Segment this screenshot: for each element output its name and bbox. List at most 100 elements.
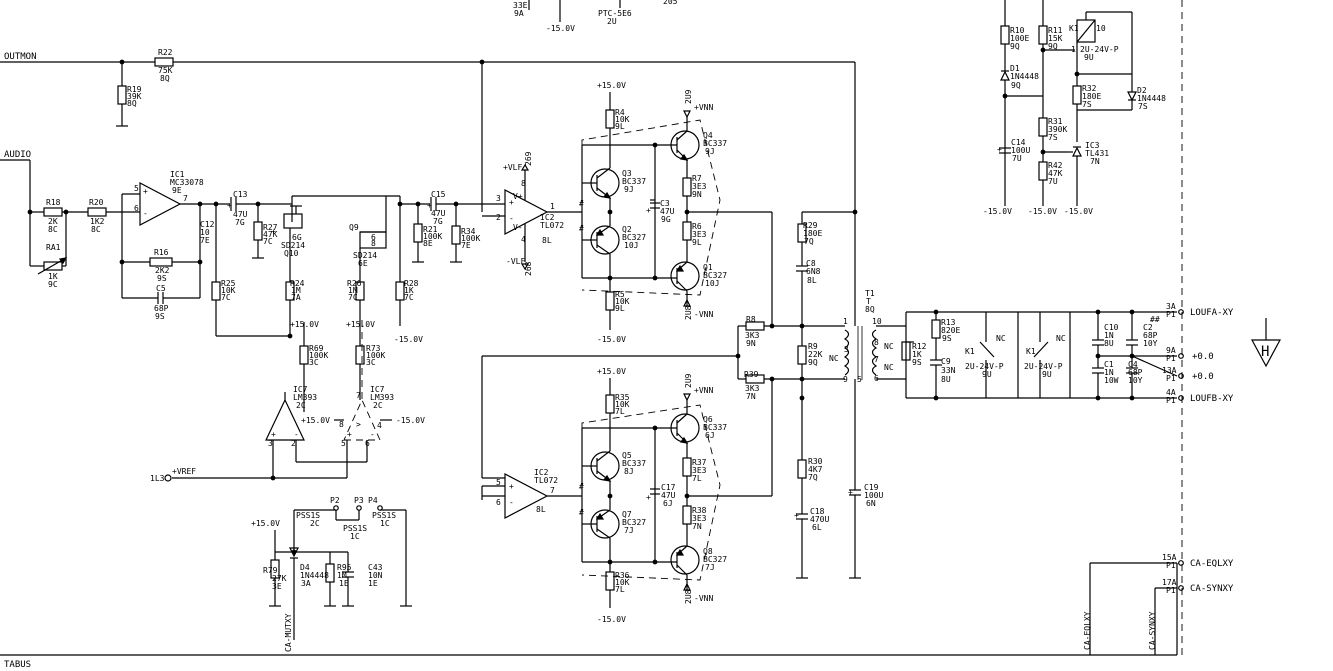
r5-resistor [605,291,615,311]
r10-2-label: 9Q [1010,42,1020,51]
r22-0-label: R22 [158,48,173,57]
q5-0-label: Q5 [622,451,632,460]
wire-segment [1033,341,1049,358]
vlf_p-label: +VLF [503,163,522,172]
r13-1-label: 820E [941,326,960,335]
ic7b-2-label: 2C [373,401,383,410]
out_loufa-0-label: 3A [1166,302,1176,311]
r73-2-label: 3C [366,358,376,367]
r73-1-label: 100K [366,351,385,360]
symbol-mark: 5 [496,478,501,487]
vnn_mn1-label: 2U8 [684,305,693,320]
outmon-net: OUTMON R22 75K 8Q R19 39K 8Q [0,48,856,212]
r19-0-label: R19 [127,85,142,94]
q9-2-label: 6E [358,259,368,268]
r27-1-label: 47K [263,230,278,239]
c4-0-label: C4 [1128,360,1138,369]
wire-segment [676,413,688,424]
r26-2-label: 7C [348,293,358,302]
d4-2-label: 3A [301,579,311,588]
v15c-label: +15.0V [251,519,280,528]
r37-1-label: 3E3 [692,466,707,475]
q9-fet [359,231,387,249]
q9-0-label: Q9 [349,223,359,232]
r21-2-label: 8E [423,239,433,248]
wire-segment [799,376,805,382]
wire-segment [1178,353,1184,359]
ic2a-1-label: TL072 [540,221,564,230]
r25-2-label: 7C [221,293,231,302]
c14-2-label: 7U [1012,154,1022,163]
p3-0-label: P3 [354,496,364,505]
wire-segment [1129,395,1135,401]
out_loufb-0-label: 4A [1166,388,1176,397]
r8-0-label: R8 [746,315,756,324]
r30-2-label: 7Q [808,473,818,482]
r39-1-label: 3K3 [745,384,760,393]
wire-segment [520,263,530,271]
out_loufb-1-label: P1 [1166,396,1176,405]
wire-segment [1250,339,1282,368]
r28-0-label: R28 [404,279,419,288]
d4-1-label: 1N4448 [300,571,329,580]
r35-2-label: 7L [615,407,625,416]
r5-2-label: 9L [615,304,625,313]
r19-resistor [117,85,127,105]
c17-0-label: C17 [661,483,676,492]
q1-transistor [670,261,700,291]
r36-2-label: 7L [615,585,625,594]
wire-segment [852,209,858,215]
q5-2-label: 8J [624,467,634,476]
r11-0-label: R11 [1048,26,1063,35]
symbol-mark: - [509,498,514,507]
wire-segment [675,548,685,556]
r27-2-label: 7C [263,237,273,246]
symbol-mark: 7 [356,391,361,400]
symbol-mark: V- [513,223,523,232]
ic7a-1-label: LM393 [293,393,317,402]
wire-segment [397,201,403,207]
ic2b-0-label: IC2 [534,468,549,477]
r21-0-label: R21 [423,225,438,234]
r8-1-label: 3K3 [745,331,760,340]
r29-2-label: 7Q [804,237,814,246]
r36-1-label: 10K [615,578,630,587]
r9-1-label: 22K [808,350,823,359]
pins_right-4-label: 5 [857,375,862,384]
outmon-label: OUTMON [4,52,37,62]
r12-0-label: R12 [912,342,927,351]
wire-segment [595,512,605,520]
top_frag-5-label: 205 [663,0,678,6]
wire-segment [356,505,362,511]
v15b-label: +15.0V [346,320,375,329]
top_frag-4-label: 2U [607,17,617,26]
q1-1-label: BC327 [703,271,727,280]
r22-2-label: 8Q [160,74,170,83]
hash-label: ## [1150,315,1160,324]
r24-1-label: 1M [291,286,301,295]
k1b-0-label: K1 [1026,347,1036,356]
c8-1-label: 6N8 [806,267,821,276]
d1-2-label: 9Q [1011,81,1021,90]
caeqlxy_v-label: CA-EQLXY [1083,611,1092,650]
r22-resistor [154,57,174,67]
c5-0-label: C5 [156,284,166,293]
ic1-1-label: MC33078 [170,178,204,187]
c14-1-label: 100U [1011,146,1030,155]
vlf_mn-label: 268 [524,261,533,276]
r20-2-label: 8C [91,225,101,234]
k1a-2-label: 9U [982,370,992,379]
pins_right-1-label: 8 [874,338,879,347]
vnn_pn2-label: 2U9 [684,373,693,388]
out_eqlxy-1-label: P1 [1166,561,1176,570]
r6-2-label: 9L [692,238,702,247]
wire-segment [164,474,172,482]
symbol-mark: 6 [371,233,376,242]
q8-2-label: 7J [705,563,715,572]
ic1-opamp: + - 5 6 7 IC1 MC33078 9E R16 2K2 9S C5 6… [119,170,292,337]
symbol-mark: + [509,198,514,207]
r39-2-label: 7N [746,392,756,401]
q4-1-label: BC337 [703,139,727,148]
c1-1-label: 1N [1104,368,1114,377]
camutxy-label: CA-MUTXY [284,613,293,652]
